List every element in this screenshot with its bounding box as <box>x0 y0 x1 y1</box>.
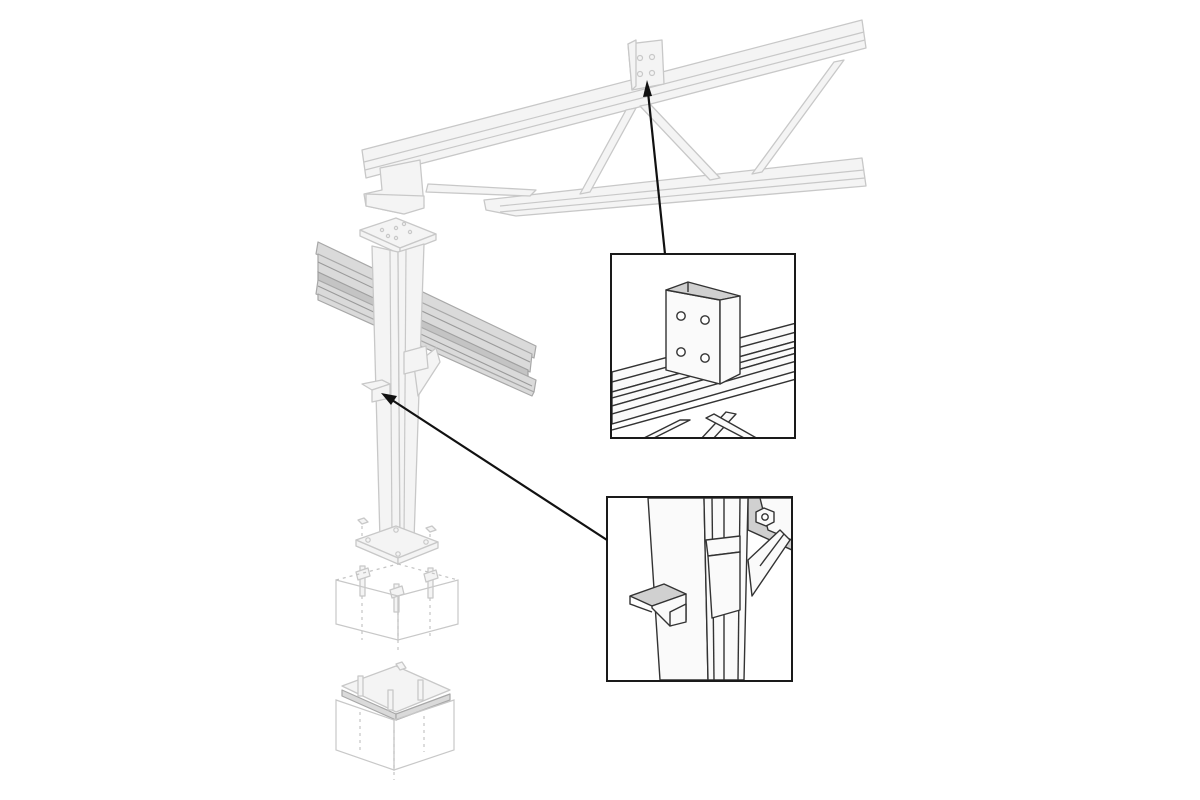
leader-arrow-top <box>643 80 667 255</box>
steel-column <box>355 217 441 565</box>
top-clip-angle-detail <box>610 253 796 439</box>
leader-arrow-bottom <box>381 393 608 541</box>
open-web-joist <box>361 19 867 217</box>
column-seat-angle-detail <box>606 496 793 682</box>
wide-flange-girder <box>315 241 537 397</box>
concrete-pier-lower <box>335 661 455 780</box>
clip-angle-ghost <box>627 39 665 91</box>
concrete-pier-upper <box>335 563 459 650</box>
clip-angle-icon <box>665 289 721 385</box>
